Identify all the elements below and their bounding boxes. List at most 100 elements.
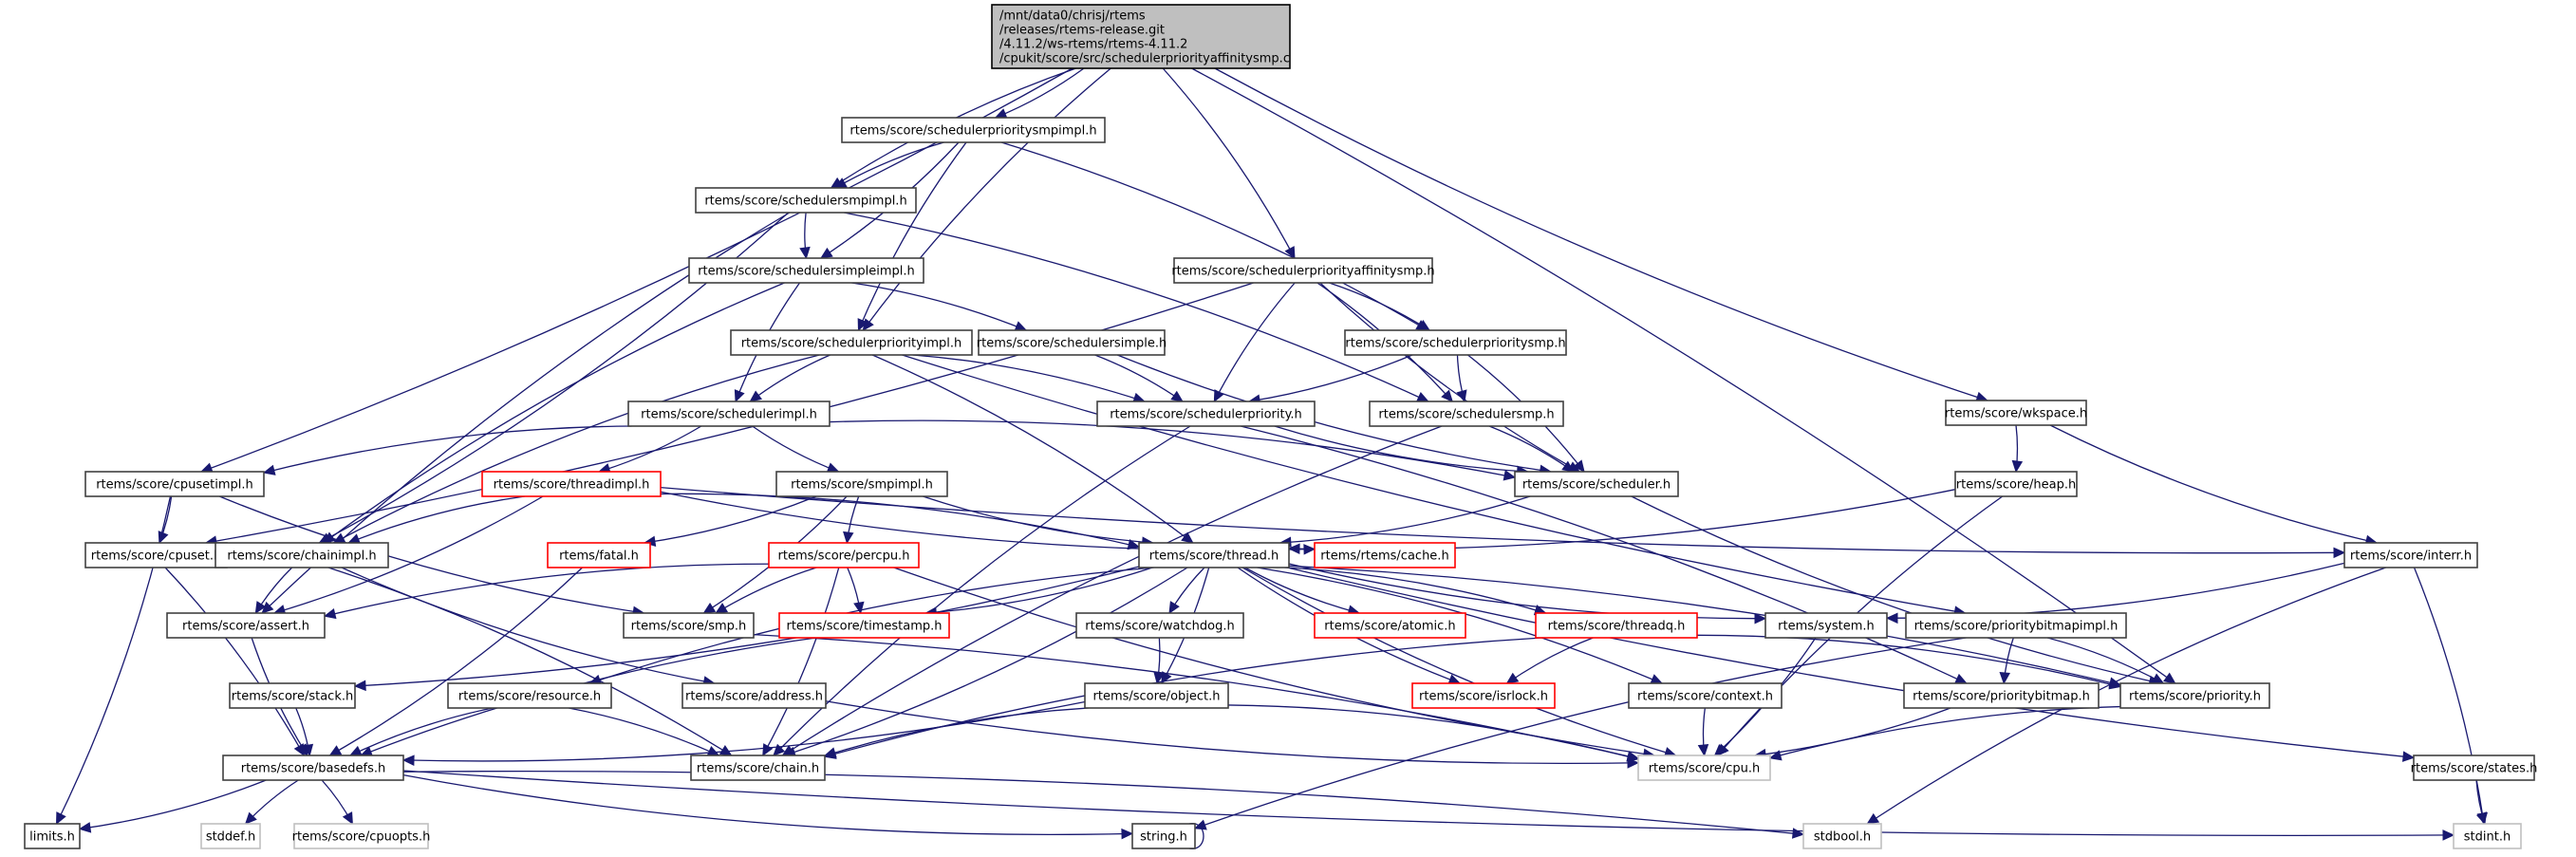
node-resource[interactable]: rtems/score/resource.h — [447, 682, 612, 709]
node-scheduler[interactable]: rtems/score/scheduler.h — [1514, 471, 1679, 497]
node-box[interactable] — [547, 542, 651, 568]
node-address[interactable]: rtems/score/address.h — [681, 682, 827, 709]
node-box[interactable] — [623, 612, 755, 639]
node-box[interactable] — [293, 823, 429, 849]
node-thread[interactable]: rtems/score/thread.h — [1138, 542, 1290, 568]
node-box[interactable] — [1945, 400, 2087, 426]
node-box[interactable] — [1173, 257, 1433, 284]
node-simpleimpl[interactable]: rtems/score/schedulersimpleimpl.h — [688, 257, 924, 284]
node-box[interactable] — [1628, 682, 1783, 709]
node-box[interactable] — [1764, 612, 1888, 639]
node-box[interactable] — [200, 823, 261, 849]
node-box[interactable] — [695, 187, 917, 214]
node-stddef[interactable]: stddef.h — [200, 823, 261, 849]
node-box[interactable] — [768, 542, 920, 568]
node-chain[interactable]: rtems/score/chain.h — [690, 755, 826, 781]
node-watchdog[interactable]: rtems/score/watchdog.h — [1075, 612, 1244, 639]
node-box[interactable] — [1411, 682, 1556, 709]
node-box[interactable] — [2119, 682, 2270, 709]
node-chainimpl[interactable]: rtems/score/chainimpl.h — [215, 542, 389, 568]
node-box[interactable] — [688, 257, 924, 284]
node-box[interactable] — [2453, 823, 2522, 849]
node-box[interactable] — [681, 682, 827, 709]
node-box[interactable] — [447, 682, 612, 709]
node-schedsmp[interactable]: rtems/score/schedulersmp.h — [1369, 401, 1564, 427]
node-cache[interactable]: rtems/rtems/cache.h — [1314, 542, 1456, 568]
node-box[interactable] — [1075, 612, 1244, 639]
node-stdint[interactable]: stdint.h — [2453, 823, 2522, 849]
node-simple[interactable]: rtems/score/schedulersimple.h — [977, 329, 1167, 356]
node-box[interactable] — [24, 823, 81, 849]
node-pbm[interactable]: rtems/score/prioritybitmap.h — [1903, 682, 2100, 709]
node-fatal[interactable]: rtems/fatal.h — [547, 542, 651, 568]
node-box[interactable] — [690, 755, 826, 781]
node-box[interactable] — [730, 329, 973, 356]
node-box[interactable] — [1369, 401, 1564, 427]
node-box[interactable] — [1131, 823, 1196, 849]
node-box[interactable] — [841, 117, 1106, 143]
node-isrlock[interactable]: rtems/score/isrlock.h — [1411, 682, 1556, 709]
node-box[interactable] — [481, 471, 662, 497]
node-box[interactable] — [1138, 542, 1290, 568]
node-smpimpl[interactable]: rtems/score/smpimpl.h — [775, 471, 948, 497]
node-box[interactable] — [229, 682, 356, 709]
node-prioaff[interactable]: rtems/score/schedulerpriorityaffinitysmp… — [1171, 257, 1435, 284]
node-percpu[interactable]: rtems/score/percpu.h — [768, 542, 920, 568]
node-box[interactable] — [215, 542, 389, 568]
node-smp[interactable]: rtems/score/smp.h — [623, 612, 755, 639]
node-box[interactable] — [1096, 401, 1316, 427]
node-cpu[interactable]: rtems/score/cpu.h — [1637, 755, 1771, 781]
node-smpimpl_sched[interactable]: rtems/score/schedulersmpimpl.h — [695, 187, 917, 214]
node-box[interactable] — [2343, 542, 2478, 568]
node-stdbool[interactable]: stdbool.h — [1802, 823, 1882, 849]
node-box[interactable] — [778, 612, 950, 639]
node-box[interactable] — [84, 471, 265, 497]
node-prismpimpl[interactable]: rtems/score/schedulerprioritysmpimpl.h — [841, 117, 1106, 143]
node-root[interactable]: /mnt/data0/chrisj/rtems/releases/rtems-r… — [991, 4, 1291, 69]
node-box[interactable] — [1905, 612, 2127, 639]
node-states[interactable]: rtems/score/states.h — [2411, 755, 2538, 781]
node-box[interactable] — [978, 329, 1166, 356]
node-wkspace[interactable]: rtems/score/wkspace.h — [1945, 400, 2087, 426]
node-box[interactable] — [222, 755, 404, 781]
node-box[interactable] — [1344, 329, 1567, 356]
node-heap[interactable]: rtems/score/heap.h — [1954, 471, 2078, 497]
node-box[interactable] — [84, 542, 228, 568]
node-schedprio[interactable]: rtems/score/schedulerpriority.h — [1096, 401, 1316, 427]
node-threadq[interactable]: rtems/score/threadq.h — [1535, 612, 1698, 639]
node-box[interactable] — [1802, 823, 1882, 849]
node-box[interactable] — [775, 471, 948, 497]
node-box[interactable] — [1314, 542, 1456, 568]
node-threadimpl[interactable]: rtems/score/threadimpl.h — [481, 471, 662, 497]
node-basedefs[interactable]: rtems/score/basedefs.h — [222, 755, 404, 781]
node-box[interactable] — [1637, 755, 1771, 781]
node-string[interactable]: string.h — [1131, 823, 1196, 849]
node-interr[interactable]: rtems/score/interr.h — [2343, 542, 2478, 568]
node-limits[interactable]: limits.h — [24, 823, 81, 849]
node-box[interactable] — [1514, 471, 1679, 497]
node-box[interactable] — [1314, 612, 1466, 639]
node-stack[interactable]: rtems/score/stack.h — [229, 682, 356, 709]
node-box[interactable] — [991, 4, 1291, 69]
node-schedimpl[interactable]: rtems/score/schedulerimpl.h — [627, 401, 831, 427]
node-cpuset[interactable]: rtems/score/cpuset.h — [84, 542, 228, 568]
node-timestamp[interactable]: rtems/score/timestamp.h — [778, 612, 950, 639]
node-context[interactable]: rtems/score/context.h — [1628, 682, 1783, 709]
node-atomic[interactable]: rtems/score/atomic.h — [1314, 612, 1466, 639]
node-box[interactable] — [1535, 612, 1698, 639]
node-box[interactable] — [1954, 471, 2078, 497]
node-object[interactable]: rtems/score/object.h — [1084, 682, 1229, 709]
node-priosmp[interactable]: rtems/score/schedulerprioritysmp.h — [1344, 329, 1567, 356]
node-assert[interactable]: rtems/score/assert.h — [166, 612, 326, 639]
node-cpuopts[interactable]: rtems/score/cpuopts.h — [292, 823, 431, 849]
node-cpusetimpl[interactable]: rtems/score/cpusetimpl.h — [84, 471, 265, 497]
node-prioimpl[interactable]: rtems/score/schedulerpriorityimpl.h — [730, 329, 973, 356]
node-system[interactable]: rtems/system.h — [1764, 612, 1888, 639]
node-pbmimpl[interactable]: rtems/score/prioritybitmapimpl.h — [1905, 612, 2127, 639]
node-box[interactable] — [2413, 755, 2535, 781]
node-box[interactable] — [166, 612, 326, 639]
node-box[interactable] — [627, 401, 831, 427]
node-priority[interactable]: rtems/score/priority.h — [2119, 682, 2270, 709]
node-box[interactable] — [1084, 682, 1229, 709]
node-box[interactable] — [1903, 682, 2100, 709]
